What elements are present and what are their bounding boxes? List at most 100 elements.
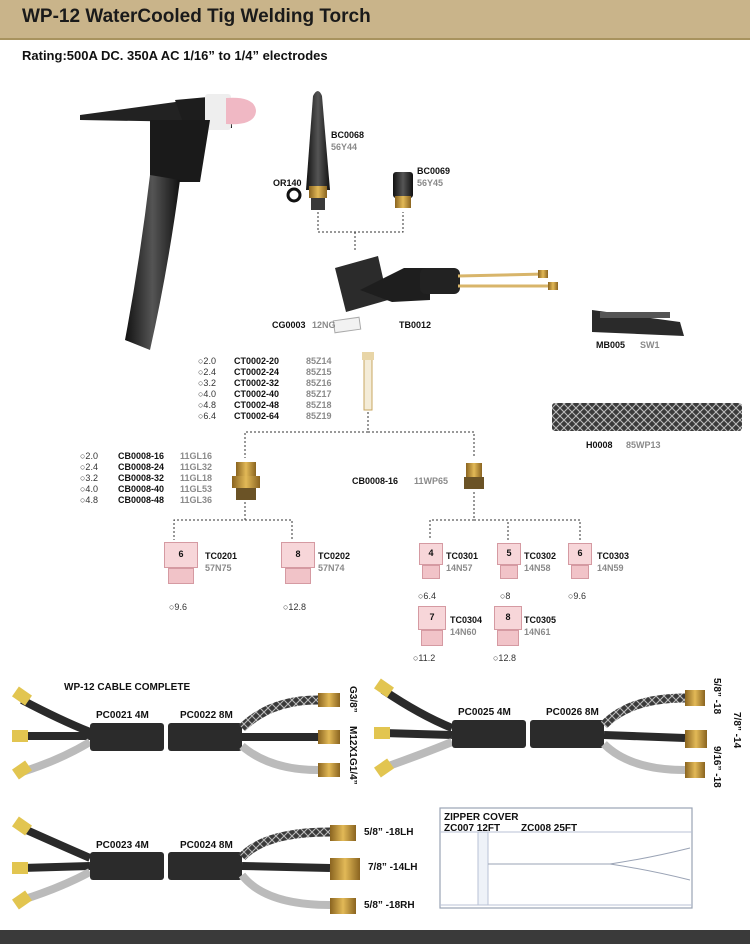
cup-pn: TC0202 <box>318 551 351 561</box>
collet-body-table: ○2.0 CB0008-16 11GL16 ○2.4 CB0008-24 11G… <box>80 451 212 506</box>
or140-label: OR140 <box>273 178 302 188</box>
zipper-title: ZIPPER COVER <box>444 812 519 823</box>
cable-assembly-1 <box>12 686 340 780</box>
collet-pn: CT0002-40 <box>234 389 280 399</box>
cable2-pc0026: PC0026 8M <box>546 707 599 718</box>
cup-code: 14N59 <box>597 563 624 573</box>
bc0069-label: BC0069 <box>417 166 451 176</box>
collet-pn: CT0002-64 <box>234 411 280 421</box>
cup-number: 8 <box>281 542 315 568</box>
cb-size: ○3.2 <box>80 473 98 483</box>
collet-code: 85Z17 <box>306 389 332 399</box>
cup-pn: TC0201 <box>205 551 238 561</box>
collet-size: ○3.2 <box>198 378 216 388</box>
o-ring-icon <box>286 187 302 203</box>
cup-pn: TC0305 <box>524 615 557 625</box>
cup-number: 7 <box>418 606 446 630</box>
table-row: ○2.0 CB0008-16 11GL16 <box>80 451 212 462</box>
cup-tc0305: 8 <box>494 606 522 646</box>
cable-assembly-2 <box>374 678 707 778</box>
cable1-pc0021: PC0021 4M <box>96 710 149 721</box>
connector-lines <box>173 212 581 540</box>
h0008-code: 85WP13 <box>626 440 661 450</box>
h0008-label: H0008 <box>586 440 613 450</box>
cb-code: 11GL53 <box>180 484 213 494</box>
table-row: ○4.8 CT0002-48 85Z18 <box>198 400 332 411</box>
cable3-fitting-58lh: 5/8” -18LH <box>364 827 414 838</box>
cable2-fitting-78: 7/8” -14 <box>731 712 742 749</box>
cb-pn: CB0008-32 <box>118 473 165 483</box>
switch-icon <box>592 310 684 336</box>
cup-number: 4 <box>419 543 443 565</box>
collet-table: ○2.0 CT0002-20 85Z14 ○2.4 CT0002-24 85Z1… <box>198 356 332 422</box>
cb-code: 11GL16 <box>180 451 213 461</box>
cup-diameter: ○6.4 <box>418 591 436 601</box>
mb005-code: SW1 <box>640 340 660 350</box>
table-row: ○3.2 CB0008-32 11GL18 <box>80 473 212 484</box>
cg0003-code: 12NG <box>312 320 336 330</box>
cable1-fitting-g14: G1/4” <box>347 758 358 785</box>
table-row: ○4.0 CT0002-40 85Z17 <box>198 389 332 400</box>
cup-code: 14N60 <box>450 627 477 637</box>
cb-size: ○4.8 <box>80 495 98 505</box>
back-cap-short-icon <box>393 172 413 208</box>
collet-code: 85Z14 <box>306 356 332 366</box>
cable2-pc0025: PC0025 4M <box>458 707 511 718</box>
cb-size: ○2.0 <box>80 451 98 461</box>
footer-bar <box>0 930 750 944</box>
back-cap-long-icon <box>306 91 330 210</box>
cup-pn: TC0302 <box>524 551 557 561</box>
table-row: ○2.4 CB0008-24 11GL32 <box>80 462 212 473</box>
cb-code: 11GL32 <box>180 462 213 472</box>
torch-illustration <box>80 94 256 350</box>
zipper-cover-illustration <box>439 807 693 909</box>
cable3-fitting-78lh: 7/8” -14LH <box>368 862 418 873</box>
cup-number: 8 <box>494 606 522 630</box>
cup-number: 5 <box>497 543 521 565</box>
cup-diameter: ○12.8 <box>493 653 516 663</box>
cup-tc0304: 7 <box>418 606 446 646</box>
table-row: ○4.0 CB0008-40 11GL53 <box>80 484 212 495</box>
cup-diameter: ○8 <box>500 591 511 601</box>
cb-single-label: CB0008-16 <box>352 476 399 486</box>
cable3-fitting-58rh: 5/8” -18RH <box>364 900 415 911</box>
cup-code: 14N61 <box>524 627 551 637</box>
cb-pn: CB0008-40 <box>118 484 165 494</box>
mb005-label: MB005 <box>596 340 626 350</box>
table-row: ○3.2 CT0002-32 85Z16 <box>198 378 332 389</box>
cable1-fitting-m12: M12X1 <box>347 726 358 758</box>
bc0068-label: BC0068 <box>331 130 365 140</box>
cup-code: 57N75 <box>205 563 232 573</box>
cup-diameter: ○12.8 <box>283 602 306 612</box>
cup-number: 6 <box>164 542 198 568</box>
collet-size: ○4.8 <box>198 400 216 410</box>
cup-tc0202: 8 <box>281 542 315 584</box>
tb0012-label: TB0012 <box>399 320 432 330</box>
cb-code: 11GL36 <box>180 495 213 505</box>
rating-text: Rating:500A DC. 350A AC 1/16” to 1/4” el… <box>22 48 328 63</box>
collet-code: 85Z19 <box>306 411 332 421</box>
cable3-pc0024: PC0024 8M <box>180 840 233 851</box>
table-row: ○6.4 CT0002-64 85Z19 <box>198 411 332 422</box>
torch-body-icon <box>335 256 558 312</box>
collet-size: ○4.0 <box>198 389 216 399</box>
cup-pn: TC0304 <box>450 615 483 625</box>
cable1-fitting-g38: G3/8” <box>347 686 358 713</box>
bc0068-code: 56Y44 <box>331 142 358 152</box>
collet-body-large-icon <box>232 462 260 500</box>
collet-code: 85Z18 <box>306 400 332 410</box>
cable-title: WP-12 CABLE COMPLETE <box>64 682 191 693</box>
cup-code: 14N57 <box>446 563 473 573</box>
cup-pn: TC0301 <box>446 551 479 561</box>
zipper-zc008: ZC008 25FT <box>521 823 578 834</box>
table-row: ○2.4 CT0002-24 85Z15 <box>198 367 332 378</box>
collet-size: ○2.0 <box>198 356 216 366</box>
cup-code: 57N74 <box>318 563 345 573</box>
table-row: ○2.0 CT0002-20 85Z14 <box>198 356 332 367</box>
cup-diameter: ○9.6 <box>568 591 586 601</box>
collet-code: 85Z15 <box>306 367 332 377</box>
cup-pn: TC0303 <box>597 551 630 561</box>
collet-pn: CT0002-48 <box>234 400 280 410</box>
